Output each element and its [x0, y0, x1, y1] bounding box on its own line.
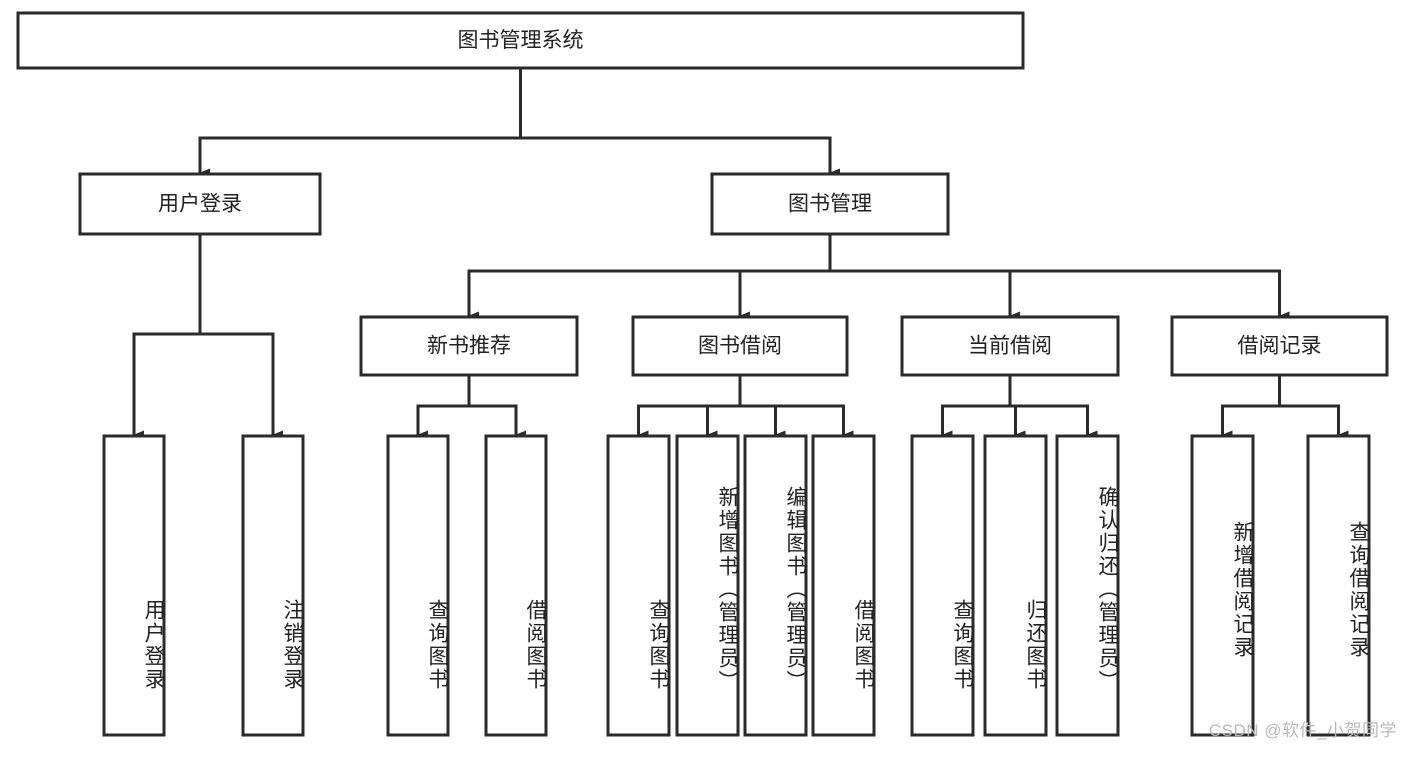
node-user-login[interactable] — [78, 172, 322, 236]
node-boxes — [16, 11, 1389, 737]
node-new-book-rec[interactable] — [359, 315, 579, 377]
node-book-borrow[interactable] — [631, 315, 849, 377]
node-current-borrow[interactable] — [900, 315, 1120, 377]
node-leaf-user-logout[interactable] — [241, 434, 305, 737]
node-leaf-query-book-1[interactable] — [386, 434, 450, 737]
node-leaf-return-book[interactable] — [983, 434, 1048, 737]
node-root[interactable] — [16, 11, 1025, 70]
node-leaf-borrow-book-2[interactable] — [811, 434, 876, 737]
node-leaf-borrow-book-1[interactable] — [484, 434, 548, 737]
diagram-canvas: 图书管理系统用户登录图书管理新书推荐图书借阅当前借阅借阅记录 用户登录注销登录查… — [16, 11, 1397, 740]
node-book-manage[interactable] — [710, 172, 950, 236]
node-user-login-label: 用户登录 — [158, 193, 242, 216]
node-book-borrow-label: 图书借阅 — [698, 335, 782, 358]
node-leaf-query-book-3[interactable] — [910, 434, 975, 737]
node-root-label: 图书管理系统 — [458, 29, 584, 52]
node-leaf-user-login[interactable] — [102, 434, 166, 737]
csdn-watermark: CSDN @软件_小贺同学 — [1208, 721, 1397, 740]
node-borrow-record-label: 借阅记录 — [1238, 335, 1322, 358]
node-leaf-add-record[interactable] — [1190, 434, 1255, 737]
node-new-book-rec-label: 新书推荐 — [427, 335, 511, 358]
node-book-manage-label: 图书管理 — [788, 193, 872, 216]
node-current-borrow-label: 当前借阅 — [968, 335, 1052, 358]
node-leaf-edit-book[interactable] — [743, 434, 808, 737]
node-leaf-query-book-2[interactable] — [606, 434, 671, 737]
node-leaf-confirm-return[interactable] — [1055, 434, 1120, 737]
node-leaf-query-record[interactable] — [1306, 434, 1371, 737]
connector-lines — [132, 66, 1349, 440]
node-borrow-record[interactable] — [1170, 315, 1389, 377]
node-leaf-add-book[interactable] — [675, 434, 740, 737]
